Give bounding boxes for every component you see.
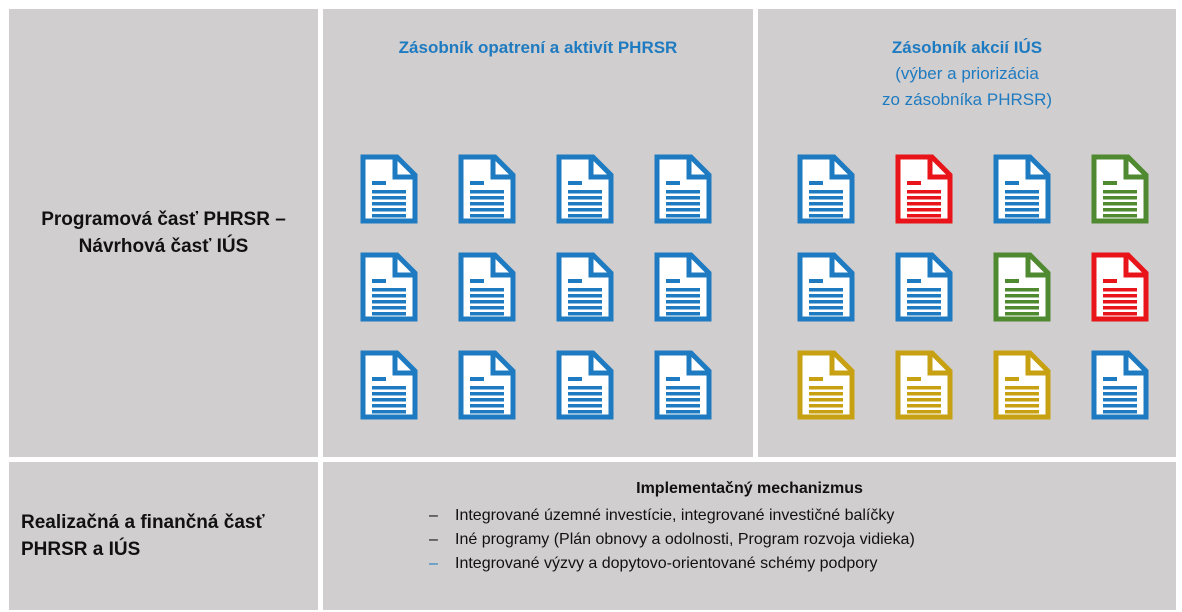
list-item: – Iné programy (Plán obnovy a odolnosti,… bbox=[429, 528, 915, 552]
phrsr-stack-title-text: Zásobník opatrení a aktivít PHRSR bbox=[398, 38, 678, 57]
document-icon bbox=[796, 350, 856, 420]
list-item: – Integrované územné investície, integro… bbox=[429, 504, 915, 528]
realization-row-label-line-1: Realizačná a finančná časť bbox=[21, 512, 265, 533]
ius-stack-subtitle-line-2: zo zásobníka PHRSR) bbox=[881, 90, 1053, 109]
document-icon bbox=[653, 350, 713, 420]
document-icon bbox=[359, 252, 419, 322]
program-row-label-line-1: Programová časť PHRSR – bbox=[41, 209, 286, 230]
list-item-text: Integrované výzvy a dopytovo-orientované… bbox=[455, 555, 878, 572]
document-icon bbox=[359, 350, 419, 420]
document-icon bbox=[457, 154, 517, 224]
document-icon bbox=[555, 252, 615, 322]
document-icon bbox=[796, 252, 856, 322]
list-item-text: Integrované územné investície, integrova… bbox=[455, 507, 895, 524]
realization-row-label-line-2: PHRSR a IÚS bbox=[21, 539, 141, 560]
document-icon bbox=[894, 350, 954, 420]
document-icon bbox=[457, 350, 517, 420]
document-icon bbox=[894, 154, 954, 224]
realization-row-label-cell: Realizačná a finančná časť PHRSR a IÚS bbox=[9, 462, 318, 610]
document-icon bbox=[653, 252, 713, 322]
document-icon bbox=[653, 154, 713, 224]
document-icon bbox=[1090, 252, 1150, 322]
dash-bullet: – bbox=[429, 507, 438, 524]
program-row-label-cell: Programová časť PHRSR – Návrhová časť IÚ… bbox=[9, 9, 318, 457]
implementation-title: Implementačný mechanizmus bbox=[636, 480, 863, 497]
ius-stack-title: Zásobník akcií IÚS (výber a priorizácia … bbox=[758, 35, 1176, 113]
phrsr-document-grid bbox=[359, 154, 713, 420]
dash-bullet: – bbox=[429, 555, 438, 572]
ius-stack-subtitle-line-1: (výber a priorizácia bbox=[895, 64, 1039, 83]
document-icon bbox=[894, 252, 954, 322]
implementation-panel: Implementačný mechanizmus – Integrované … bbox=[323, 462, 1176, 610]
document-icon bbox=[555, 350, 615, 420]
document-icon bbox=[796, 154, 856, 224]
document-icon bbox=[992, 252, 1052, 322]
implementation-list: – Integrované územné investície, integro… bbox=[429, 504, 915, 576]
list-item: – Integrované výzvy a dopytovo-orientova… bbox=[429, 552, 915, 576]
document-icon bbox=[1090, 154, 1150, 224]
document-icon bbox=[992, 154, 1052, 224]
document-icon bbox=[1090, 350, 1150, 420]
phrsr-stack-panel: Zásobník opatrení a aktivít PHRSR bbox=[323, 9, 753, 457]
realization-row-label: Realizačná a finančná časť PHRSR a IÚS bbox=[9, 462, 318, 610]
program-row-label-line-2: Návrhová časť IÚS bbox=[78, 236, 249, 257]
ius-stack-panel: Zásobník akcií IÚS (výber a priorizácia … bbox=[758, 9, 1176, 457]
list-item-text: Iné programy (Plán obnovy a odolnosti, P… bbox=[455, 531, 915, 548]
program-row-label: Programová časť PHRSR – Návrhová časť IÚ… bbox=[9, 9, 318, 457]
ius-stack-title-text: Zásobník akcií IÚS bbox=[891, 38, 1043, 57]
document-icon bbox=[359, 154, 419, 224]
document-icon bbox=[457, 252, 517, 322]
phrsr-stack-title: Zásobník opatrení a aktivít PHRSR bbox=[323, 35, 753, 61]
ius-document-grid bbox=[796, 154, 1150, 420]
document-icon bbox=[992, 350, 1052, 420]
document-icon bbox=[555, 154, 615, 224]
dash-bullet: – bbox=[429, 531, 438, 548]
